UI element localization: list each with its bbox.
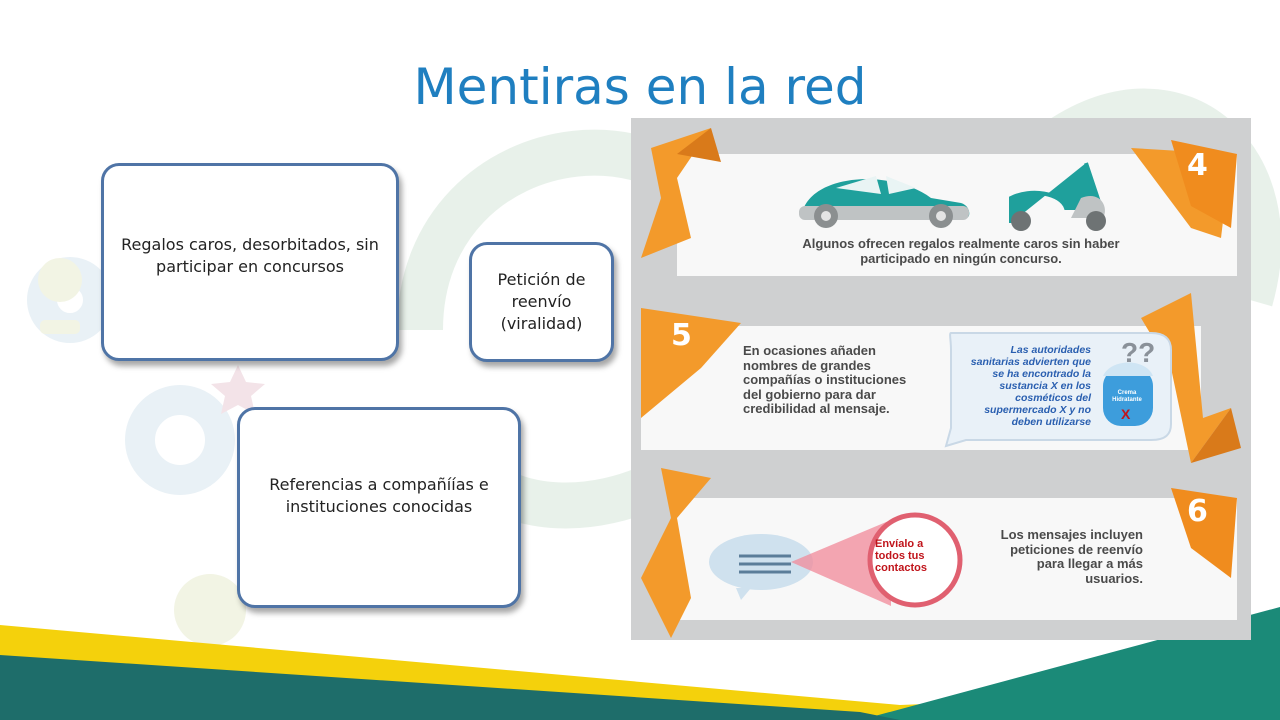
step-6-number-badge [1171, 488, 1237, 578]
infographic-image: 4 5 6 Algunos ofrecen regalos realmente … [631, 118, 1251, 640]
message-bubble-icon [709, 534, 813, 590]
step-4-number: 4 [1187, 148, 1208, 183]
scooter-icon [1009, 162, 1106, 231]
box-referencias-text: Referencias a compañíías e instituciones… [269, 474, 489, 516]
step-6-number: 6 [1187, 494, 1208, 529]
product-label: Crema Hidratante [1112, 390, 1142, 403]
box-peticion-text: Petición de reenvío (viralidad) [497, 270, 586, 333]
step-4-text: Algunos ofrecen regalos realmente caros … [802, 236, 1120, 266]
red-circle-icon [867, 512, 963, 608]
cream-jar-icon [1103, 368, 1153, 426]
box-regalos: Regalos caros, desorbitados, sin partici… [101, 163, 399, 361]
bubble-text: Las autoridades sanitarias advierten que… [970, 344, 1091, 428]
step-5-number: 5 [671, 318, 692, 353]
slide-title: Mentiras en la red [413, 58, 867, 116]
green-band [0, 655, 900, 720]
red-circle-text: Envíalo a todos tus contactos [875, 538, 927, 574]
box-regalos-text: Regalos caros, desorbitados, sin partici… [121, 235, 379, 276]
box-peticion: Petición de reenvío (viralidad) [469, 242, 614, 362]
step-5-text: En ocasiones añaden nombres de grandes c… [743, 343, 907, 416]
infographic-shapes [641, 128, 1241, 638]
step-6-text: Los mensajes incluyen peticiones de reen… [1000, 527, 1143, 586]
car-icon [799, 176, 970, 228]
step-5-number-badge [641, 308, 741, 418]
box-referencias: Referencias a compañíías e instituciones… [237, 407, 521, 608]
step-4-number-badge [1171, 140, 1237, 228]
question-marks: ?? [1121, 337, 1156, 368]
product-mark: X [1121, 406, 1131, 422]
